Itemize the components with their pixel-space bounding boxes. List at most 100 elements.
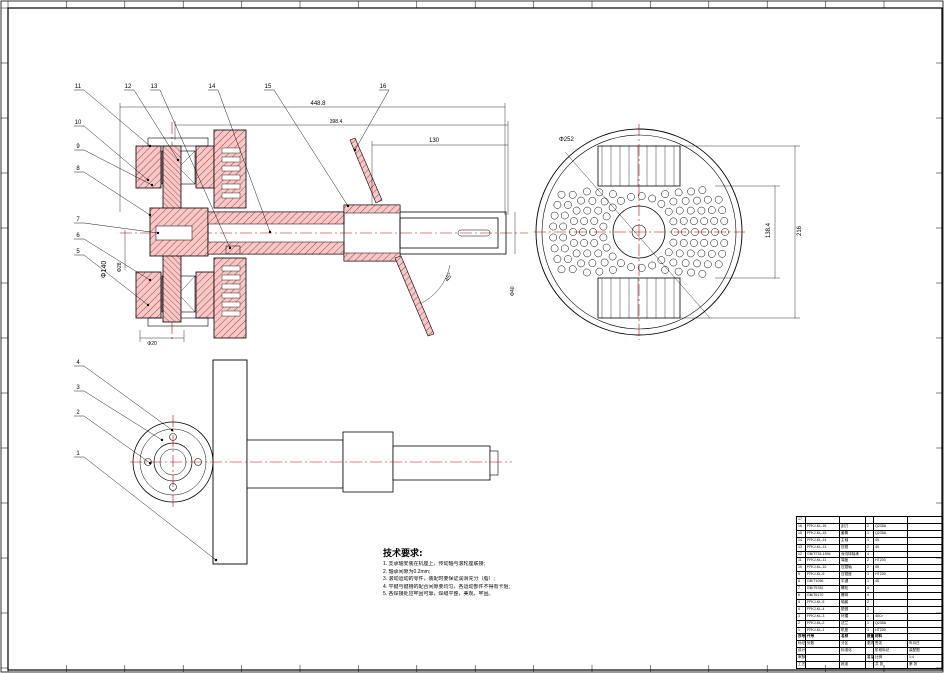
technical-requirements: 技术要求: 1. 支承轴安装在机座上，传动轴与滚轮座联接; 2. 轴承间隙为0.… xyxy=(383,549,643,599)
die-hole xyxy=(594,249,603,258)
die-hole xyxy=(687,268,695,277)
die-hole xyxy=(549,222,558,231)
bom-row: 序号代号名称数量材料 xyxy=(796,633,943,642)
die-hole xyxy=(686,206,695,215)
die-hole xyxy=(553,255,562,263)
die-hole xyxy=(718,249,727,258)
balloon-label: 4 xyxy=(76,360,80,366)
dim-height-inner: 138.4 xyxy=(766,222,772,238)
die-hole xyxy=(595,188,604,197)
die-hole xyxy=(669,217,678,226)
note-item: 1. 支承轴安装在机座上，传动轴与滚轮座联接; xyxy=(383,561,485,567)
roller-teeth xyxy=(601,146,675,318)
sleeve-section xyxy=(343,204,401,214)
die-hole xyxy=(572,206,581,215)
bottom-shaft-tip xyxy=(489,450,499,476)
die-slot xyxy=(221,147,241,154)
die-hole xyxy=(707,250,716,258)
die-hole xyxy=(664,207,673,216)
die-hole xyxy=(560,244,569,253)
die-hole xyxy=(583,206,592,215)
die-hole xyxy=(609,266,617,274)
die-hole xyxy=(707,206,716,214)
die-slot xyxy=(221,156,241,163)
die-hole xyxy=(572,249,581,258)
die-hole xyxy=(679,239,688,247)
dim-bore-dia: Φ20 xyxy=(147,341,157,347)
die-hole xyxy=(698,270,707,278)
die-hole xyxy=(550,244,559,253)
bottom-shaft-end xyxy=(392,445,491,481)
dim-shaft-dia: Φ40 xyxy=(510,286,516,296)
balloon-label: 13 xyxy=(151,84,158,90)
die-hole xyxy=(669,258,678,267)
pin xyxy=(225,245,241,255)
die-hole xyxy=(590,239,599,247)
die-hole xyxy=(648,261,657,270)
die-hole xyxy=(690,239,698,247)
die-hole xyxy=(608,252,617,261)
die-hole xyxy=(549,233,558,242)
die-hole xyxy=(690,217,698,225)
die-hole xyxy=(599,222,608,231)
die-hole xyxy=(714,260,723,269)
front-section-view: 448.8 398.4 130 45° Φ140 Φ28 Φ20 Φ40 xyxy=(101,101,528,347)
die-hole xyxy=(669,238,678,247)
die-slot xyxy=(221,283,241,290)
die-hole xyxy=(564,201,572,209)
die-hole xyxy=(686,249,695,258)
balloon-label: 7 xyxy=(76,217,80,223)
die-hole xyxy=(594,206,603,215)
die-hole xyxy=(698,186,707,194)
balloon-label: 11 xyxy=(75,84,82,90)
die-hole xyxy=(588,259,597,267)
side-view: Φ252 216 138.4 xyxy=(534,124,803,340)
die-hole xyxy=(600,197,609,206)
die-hole xyxy=(710,239,719,247)
bom-row: 工艺批准共 张第 张 xyxy=(796,661,943,669)
balloon-label: 1 xyxy=(76,451,80,457)
die-hole xyxy=(648,194,657,203)
die-hole xyxy=(570,239,578,247)
die-hole xyxy=(679,217,688,225)
keyway xyxy=(457,229,491,237)
upper-end-cap xyxy=(147,137,209,147)
balloon-label: 8 xyxy=(76,166,80,172)
dim-sleeve-length: 130 xyxy=(429,138,440,144)
die-slot xyxy=(221,292,241,299)
scraper-blade xyxy=(349,137,383,204)
die-hole xyxy=(577,196,585,205)
main-shaft-section-lower xyxy=(207,241,345,255)
die-hole xyxy=(637,264,646,272)
die-hole xyxy=(657,200,666,208)
sleeve-section-lower xyxy=(343,252,401,262)
die-hole xyxy=(583,187,591,196)
die-holes xyxy=(549,186,729,278)
die-slot xyxy=(221,183,241,190)
balloon-label: 12 xyxy=(125,84,132,90)
die-hole xyxy=(560,211,569,220)
die-hole xyxy=(617,196,625,205)
die-slot xyxy=(221,310,241,317)
balloon-label: 10 xyxy=(75,120,82,126)
main-shaft-section xyxy=(207,211,345,225)
die-hole xyxy=(657,256,666,264)
die-hole xyxy=(693,196,701,205)
note-item: 2. 轴承间隙为0.2mm; xyxy=(383,568,431,575)
dim-shaft-length: 398.4 xyxy=(330,119,343,125)
die-hole xyxy=(700,217,708,225)
scraper-blade-lower xyxy=(394,255,435,337)
balloon-label: 3 xyxy=(76,385,80,391)
dim-height-outer: 216 xyxy=(797,225,803,236)
die-hole xyxy=(550,211,559,220)
